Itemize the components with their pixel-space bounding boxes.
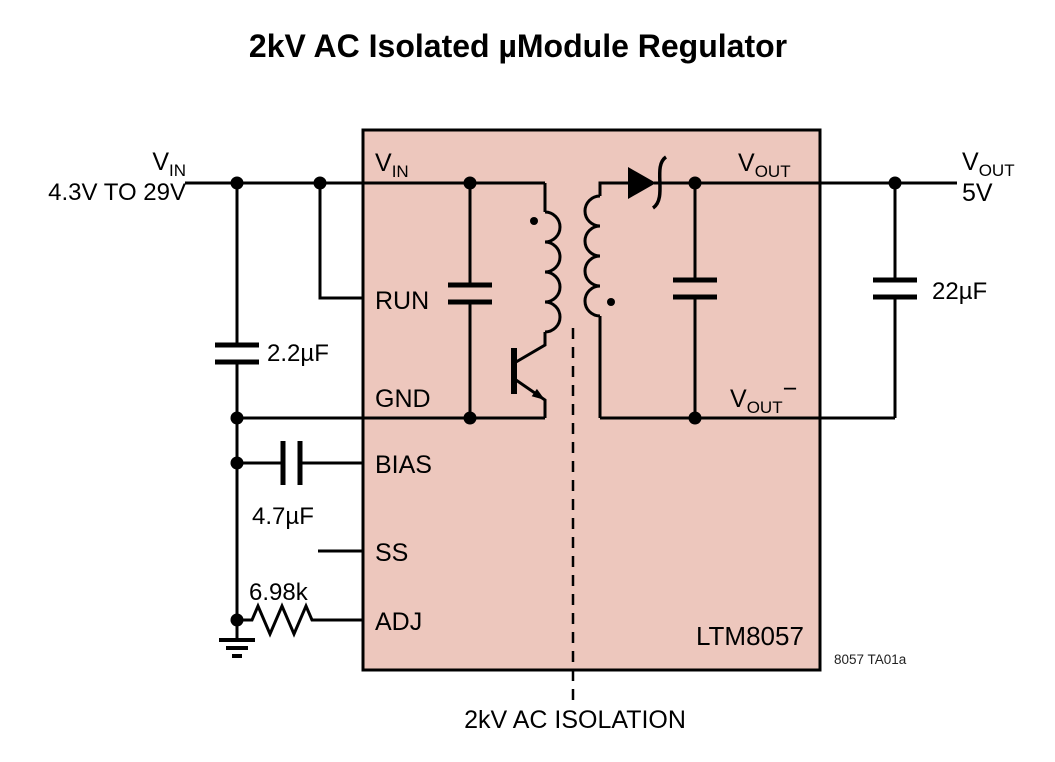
pin-label-gnd: GND: [375, 385, 431, 413]
transistor-emitter-arrow: [531, 388, 545, 400]
isolation-label: 2kV AC ISOLATION: [464, 706, 686, 734]
adj-resistor-value: 6.98k: [249, 579, 309, 606]
pin-vout-minus-sup: −: [783, 375, 798, 403]
junction-dot: [463, 411, 477, 425]
internal-primary-cap-symbol: [448, 282, 492, 305]
output-label-sub: OUT: [979, 161, 1015, 180]
wire-run-branch: [318, 183, 363, 300]
output-cap-symbol: [873, 277, 917, 300]
junction-dots: [230, 176, 902, 627]
wire-collector: [515, 332, 547, 364]
junction-dot: [688, 176, 702, 190]
junction-dot: [688, 411, 702, 425]
output-cap-value: 22µF: [932, 278, 987, 305]
figure-note: 8057 TA01a: [834, 652, 907, 667]
input-label-base: V: [152, 148, 169, 176]
figure-title: 2kV AC Isolated µModule Regulator: [249, 28, 787, 64]
output-voltage-label: VOUT: [962, 148, 1015, 180]
junction-dot: [230, 456, 244, 470]
bias-cap-symbol: [280, 441, 303, 485]
wire-secondary-top: [598, 181, 628, 196]
pin-label-run: RUN: [375, 287, 429, 315]
pin-vout-minus-base: V: [730, 385, 747, 413]
junction-dot: [888, 176, 902, 190]
wires: [185, 181, 957, 640]
junction-dot: [463, 176, 477, 190]
transformer-secondary-winding: [583, 194, 601, 318]
pin-label-ss: SS: [375, 539, 408, 567]
pin-vout-base: V: [738, 149, 755, 177]
junction-dot: [230, 613, 244, 627]
output-value-label: 5V: [962, 179, 993, 207]
pin-label-bias: BIAS: [375, 451, 432, 479]
pin-label-vout-minus: VOUT−: [730, 375, 797, 417]
diode-symbol: [628, 167, 656, 199]
input-cap-symbol: [215, 342, 259, 365]
module-body: [361, 128, 822, 672]
diode-cathode-squiggle: [651, 155, 668, 210]
output-label-base: V: [962, 148, 979, 176]
pin-label-vout: VOUT: [738, 149, 791, 181]
pin-vin-sub: IN: [392, 162, 409, 181]
pin-vout-sub: OUT: [755, 162, 791, 181]
junction-dot: [230, 411, 244, 425]
pin-label-vin: VIN: [375, 149, 409, 181]
input-range-label: 4.3V TO 29V: [48, 179, 186, 206]
adj-resistor-symbol: [237, 602, 363, 638]
junction-dot: [313, 176, 327, 190]
component-symbols: [215, 155, 917, 658]
input-voltage-label: VIN: [152, 148, 186, 180]
module-part-number: LTM8057: [696, 621, 804, 651]
ground-symbol: [219, 638, 255, 658]
pin-label-adj: ADJ: [375, 608, 422, 636]
internal-output-cap-symbol: [673, 277, 717, 300]
transformer-primary-winding: [544, 210, 562, 334]
junction-dot: [230, 176, 244, 190]
transformer-phase-dot-primary: [530, 217, 538, 225]
bias-cap-value: 4.7µF: [252, 503, 314, 530]
input-cap-value: 2.2µF: [267, 340, 329, 367]
input-label-sub: IN: [169, 161, 186, 180]
transformer-phase-dot-secondary: [607, 298, 615, 306]
pin-vout-minus-sub: OUT: [747, 398, 783, 417]
pin-vin-base: V: [375, 149, 392, 177]
